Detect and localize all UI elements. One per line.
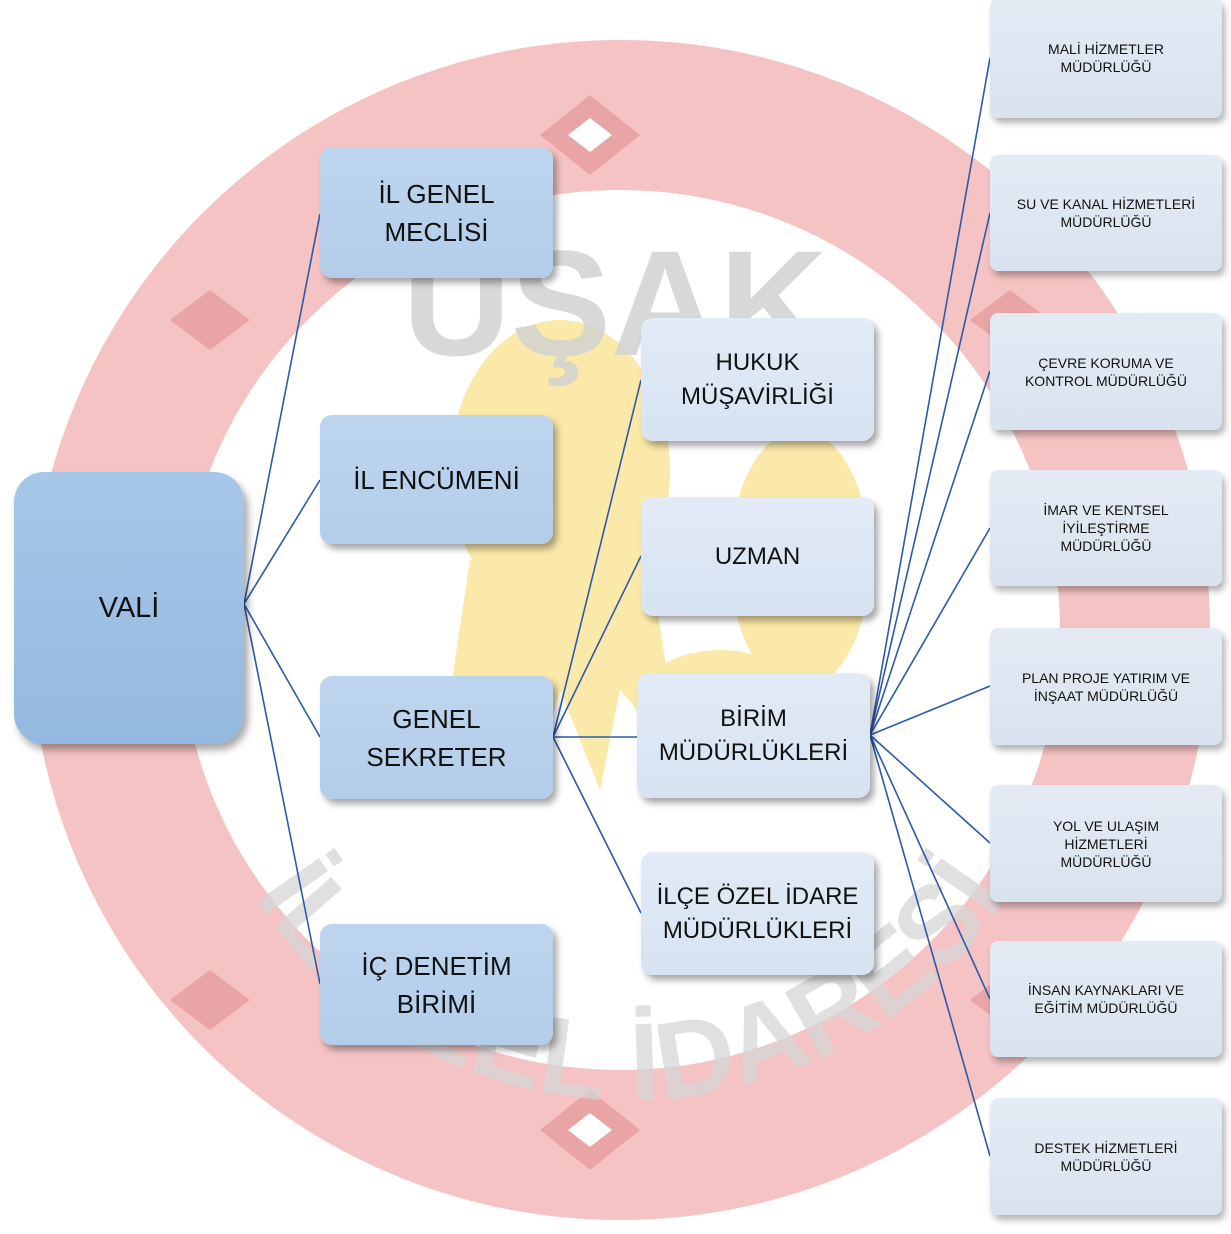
node-ic-denetim-birimi: İÇ DENETİM BİRİMİ [320,924,553,1045]
node-genel-sekreter: GENEL SEKRETER [320,676,553,799]
node-il-genel-meclisi: İL GENEL MECLİSİ [320,147,553,278]
node-label: İLÇE ÖZEL İDARE MÜDÜRLÜKLERİ [656,882,859,944]
node-plan-proje: PLAN PROJE YATIRIM VE İNŞAAT MÜDÜRLÜĞÜ [990,628,1222,745]
node-label: GENEL SEKRETER [366,703,507,772]
node-destek-hizmetleri: DESTEK HİZMETLERİ MÜDÜRLÜĞÜ [990,1098,1222,1215]
node-label: MALİ HİZMETLER MÜDÜRLÜĞÜ [1048,41,1164,75]
node-label: SU VE KANAL HİZMETLERİ MÜDÜRLÜĞÜ [1016,196,1196,230]
node-vali: VALİ [14,472,244,744]
node-label: YOL VE ULAŞIM HİZMETLERİ MÜDÜRLÜĞÜ [1052,817,1160,870]
node-mali-hizmetler: MALİ HİZMETLER MÜDÜRLÜĞÜ [990,0,1222,118]
node-insan-kaynaklari: İNSAN KAYNAKLARI VE EĞİTİM MÜDÜRLÜĞÜ [990,941,1222,1057]
node-su-ve-kanal: SU VE KANAL HİZMETLERİ MÜDÜRLÜĞÜ [990,155,1222,271]
node-label: HUKUK MÜŞAVİRLİĞİ [681,348,834,410]
node-birim-mudurlukleri: BİRİM MÜDÜRLÜKLERİ [637,673,870,798]
node-label: UZMAN [714,542,801,570]
node-label: PLAN PROJE YATIRIM VE İNŞAAT MÜDÜRLÜĞÜ [1021,669,1191,704]
node-ilce-ozel-idare: İLÇE ÖZEL İDARE MÜDÜRLÜKLERİ [641,852,874,975]
node-cevre-koruma: ÇEVRE KORUMA VE KONTROL MÜDÜRLÜĞÜ [990,313,1222,430]
node-hukuk-musavirligi: HUKUK MÜŞAVİRLİĞİ [641,318,874,441]
node-imar-kentsel: İMAR VE KENTSEL İYİLEŞTİRME MÜDÜRLÜĞÜ [990,470,1222,586]
node-yol-ulasim: YOL VE ULAŞIM HİZMETLERİ MÜDÜRLÜĞÜ [990,785,1222,902]
node-label: İL GENEL MECLİSİ [378,178,495,247]
node-label: DESTEK HİZMETLERİ MÜDÜRLÜĞÜ [1034,1139,1178,1174]
node-label: İNSAN KAYNAKLARI VE EĞİTİM MÜDÜRLÜĞÜ [1027,982,1185,1016]
node-label: İÇ DENETİM BİRİMİ [361,950,512,1019]
node-label: BİRİM MÜDÜRLÜKLERİ [658,704,849,766]
node-label: ÇEVRE KORUMA VE KONTROL MÜDÜRLÜĞÜ [1024,354,1188,389]
node-uzman: UZMAN [641,497,874,616]
node-label: İL ENCÜMENİ [353,464,520,495]
node-il-encumeni: İL ENCÜMENİ [320,415,553,544]
node-label: VALİ [98,591,160,624]
node-label: İMAR VE KENTSEL İYİLEŞTİRME MÜDÜRLÜĞÜ [1043,502,1169,554]
